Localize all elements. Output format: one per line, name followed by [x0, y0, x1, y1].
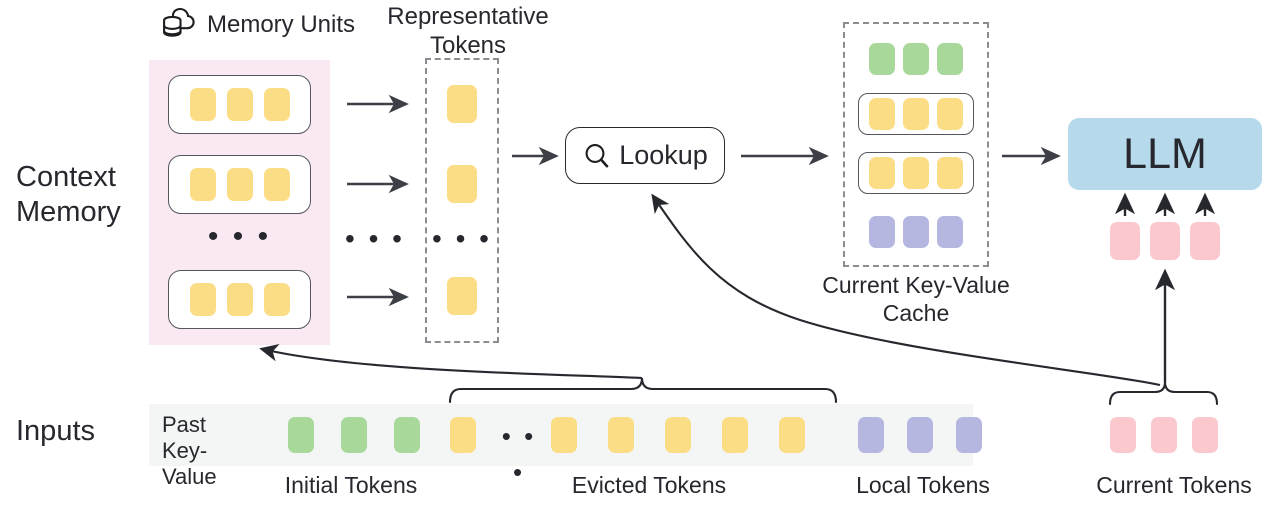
representative-tokens-label: Representative Tokens [387, 3, 549, 59]
past-key-value-label: Past Key-Value [162, 412, 217, 489]
memory-token [226, 88, 253, 121]
memory-token [189, 283, 216, 316]
kv-token [937, 216, 963, 248]
inputs-ellipsis: • • • [501, 421, 537, 487]
memory-unit[interactable] [168, 75, 311, 134]
kv-token [869, 98, 895, 130]
input-token-initial [394, 417, 420, 453]
arrow-evicted-to-context-memory [259, 344, 643, 380]
input-token-evicted [608, 417, 634, 453]
memory-token [189, 88, 216, 121]
kv-token [937, 98, 963, 130]
memory-unit[interactable] [168, 155, 311, 214]
representative-tokens-ellipsis: • • • [432, 223, 492, 254]
kv-cache-row-local [861, 211, 971, 253]
kv-token [903, 98, 929, 130]
caption-initial-tokens: Initial Tokens [284, 472, 418, 498]
input-token-evicted [779, 417, 805, 453]
memory-arrows-ellipsis: • • • [345, 223, 405, 254]
memory-token [189, 168, 216, 201]
kv-token [869, 43, 895, 75]
input-token-local [858, 417, 884, 453]
llm-input-token [1150, 222, 1180, 260]
memory-token [263, 168, 290, 201]
row-label-inputs: Inputs [16, 415, 95, 447]
row-label-context-memory: Context Memory [16, 161, 121, 229]
kv-cache-row-retrieved [858, 93, 974, 135]
llm-input-token [1190, 222, 1220, 260]
llm-label: LLM [1123, 129, 1207, 178]
memory-token [263, 88, 290, 121]
brace-current-tokens [1108, 381, 1219, 406]
input-token-evicted [551, 417, 577, 453]
current-kv-cache-caption: Current Key-Value Cache [822, 272, 1010, 326]
caption-current-tokens: Current Tokens [1096, 472, 1252, 498]
brace-evicted-tokens [448, 377, 838, 404]
representative-token [447, 165, 477, 203]
input-token-current [1192, 417, 1218, 453]
search-icon [582, 141, 612, 171]
representative-token [447, 85, 477, 123]
input-token-evicted [450, 417, 476, 453]
input-token-current [1151, 417, 1177, 453]
memory-units-header: Memory Units [160, 6, 355, 44]
input-token-local [956, 417, 982, 453]
memory-token [226, 168, 253, 201]
kv-cache-row-retrieved [858, 152, 974, 194]
cloud-database-icon [160, 6, 198, 44]
llm-input-token [1110, 222, 1140, 260]
caption-evicted-tokens: Evicted Tokens [571, 472, 727, 498]
kv-token [869, 157, 895, 189]
kv-token [869, 216, 895, 248]
lookup-node[interactable]: Lookup [565, 127, 725, 184]
input-token-evicted [665, 417, 691, 453]
kv-token [903, 216, 929, 248]
input-token-current [1110, 417, 1136, 453]
kv-cache-row-initial [861, 38, 971, 80]
kv-token [903, 43, 929, 75]
input-token-local [907, 417, 933, 453]
memory-token [226, 283, 253, 316]
memory-units-ellipsis: • • • [207, 220, 272, 253]
input-token-evicted [722, 417, 748, 453]
memory-token [263, 283, 290, 316]
memory-unit[interactable] [168, 270, 311, 329]
input-token-initial [341, 417, 367, 453]
kv-token [937, 157, 963, 189]
memory-units-label: Memory Units [207, 11, 356, 38]
caption-local-tokens: Local Tokens [856, 472, 990, 498]
representative-token [447, 277, 477, 315]
kv-token [903, 157, 929, 189]
lookup-label: Lookup [619, 140, 708, 170]
llm-node[interactable]: LLM [1068, 118, 1262, 190]
input-token-initial [288, 417, 314, 453]
kv-token [937, 43, 963, 75]
representative-tokens-group [425, 58, 499, 343]
